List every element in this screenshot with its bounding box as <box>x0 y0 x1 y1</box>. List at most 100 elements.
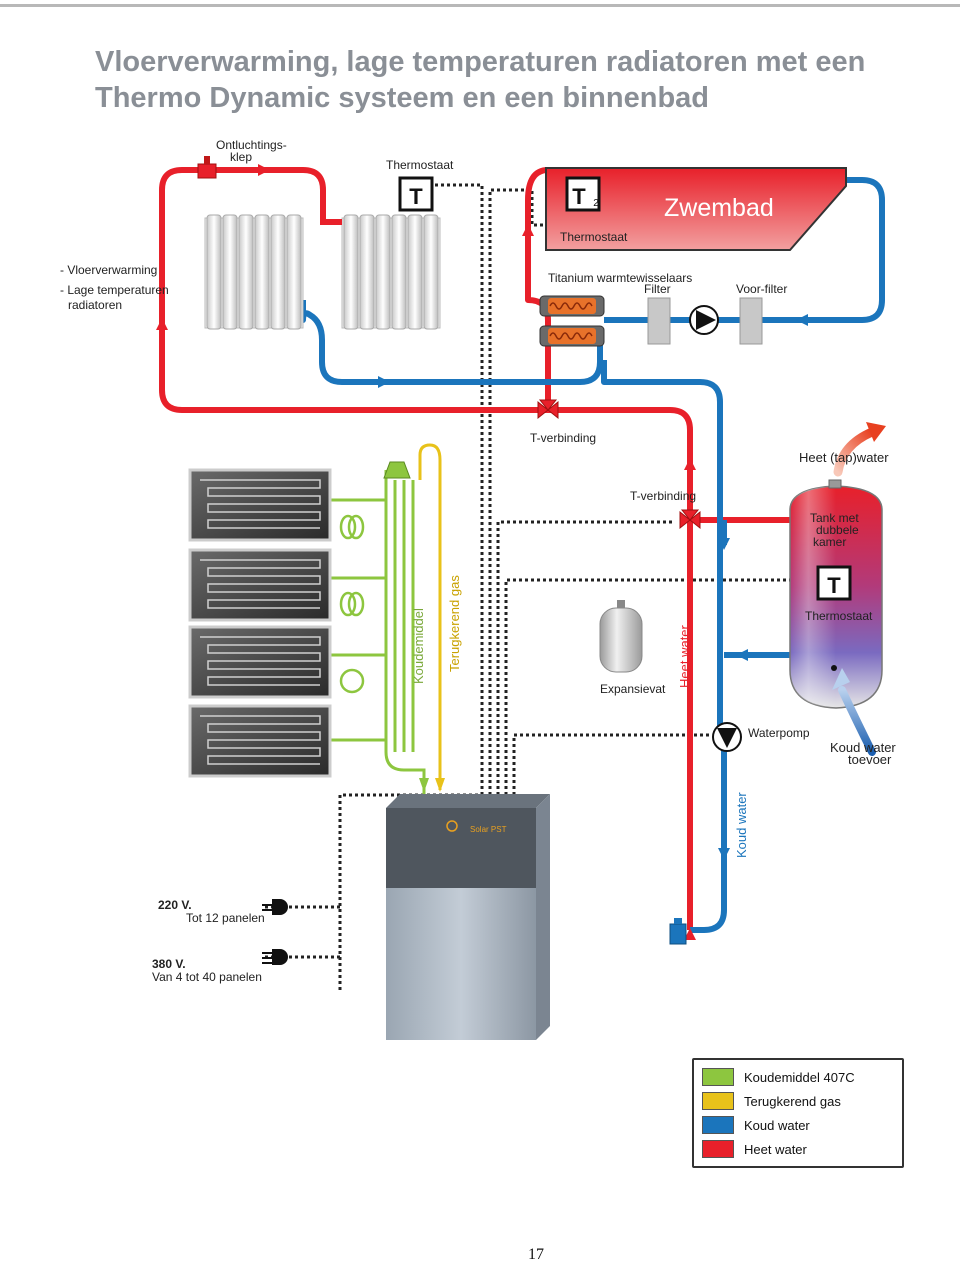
cold-water-pipes <box>300 300 800 933</box>
hot-tapwater-arrowhead <box>866 422 886 442</box>
label-lage-temperaturen: - Lage temperaturen <box>60 283 169 297</box>
refrigerant-trunk <box>384 480 426 805</box>
unit-valve-icon <box>669 918 687 945</box>
solar-panels <box>188 468 332 778</box>
wire-power <box>338 793 478 990</box>
refrigerant-arrows <box>419 778 445 792</box>
refrigerant-panel-1 <box>330 470 388 502</box>
legend-label: Koudemiddel 407C <box>744 1069 855 1085</box>
label-filter: Filter <box>644 282 671 296</box>
label-thermostaat-tank: Thermostaat <box>805 609 873 623</box>
hot-tapwater-arrow-icon <box>833 427 877 477</box>
label-waterpomp: Waterpomp <box>748 726 810 740</box>
label-t-verbinding-1: T-verbinding <box>530 431 597 445</box>
return-gas-arrow <box>435 778 445 792</box>
label-koud-water-toevoer-2: toevoer <box>848 752 892 767</box>
label-zwembad: Zwembad <box>664 194 774 222</box>
label-t-verbinding-2: T-verbinding <box>630 489 697 503</box>
legend-item-heet-water: Heet water <box>702 1140 807 1158</box>
voorfilter-icon <box>739 297 763 345</box>
solar-panel-4 <box>188 704 332 778</box>
pipe-pool-return <box>790 177 885 323</box>
label-koud-water-toevoer-1: Koud water <box>830 740 896 755</box>
cold-water-supply-arrow-icon <box>838 686 876 756</box>
pool-pump-icon <box>689 305 719 335</box>
unit-brand: Solar PST <box>470 825 507 834</box>
label-380v: 380 V. <box>152 957 186 971</box>
thermostat-tank-icon <box>816 565 852 601</box>
refrigerant-arrow <box>419 778 429 792</box>
label-voorfilter: Voor-filter <box>736 282 788 296</box>
solar-panel-3 <box>188 625 332 699</box>
legend-item-terugkerend-gas: Terugkerend gas <box>702 1092 841 1110</box>
legend-item-koud-water: Koud water <box>702 1116 810 1134</box>
thermostat-pool-symbol: T <box>572 184 586 209</box>
radiator-left <box>204 214 304 330</box>
filter-icon <box>647 297 671 345</box>
t-valve-tank-icon <box>679 509 701 530</box>
brand-logo-icon <box>446 820 458 832</box>
radiator-right <box>341 214 441 330</box>
label-220v: 220 V. <box>158 898 192 912</box>
heat-pump-unit <box>386 794 550 1040</box>
label-tank-1: Tank met <box>810 511 859 525</box>
expansion-vessel <box>599 600 643 673</box>
label-ontluchtingsklep-2: klep <box>230 150 253 164</box>
pipe-cold-radiator-return <box>300 300 603 385</box>
thermostat-tank-symbol: T <box>827 573 841 598</box>
titanium-heat-exchanger-bottom <box>539 325 605 347</box>
arrow-up-pool <box>522 224 534 236</box>
label-heet-water: Heet water <box>677 625 692 688</box>
arrow-right-top <box>258 164 270 176</box>
legend: Koudemiddel 407C Terugkerend gas Koud wa… <box>692 1058 904 1168</box>
plug-380-icon <box>262 949 288 965</box>
arrow-down-cold-unit <box>718 848 730 860</box>
title-line-1: Vloerverwarming, lage temperaturen radia… <box>95 46 866 78</box>
plug-220-icon <box>262 899 288 915</box>
hot-water-tank <box>789 479 883 709</box>
pipe-cold-to-unit <box>690 740 727 933</box>
waterpomp-icon <box>712 722 742 752</box>
wire-tank-thermostat <box>504 578 818 795</box>
thermostat-pool-icon <box>565 176 601 212</box>
label-ontluchtingsklep-1: Ontluchtings- <box>216 138 287 152</box>
titanium-heat-exchanger-top <box>539 295 605 317</box>
air-vent-icon <box>197 156 217 179</box>
label-thermostaat-pool: Thermostaat <box>560 230 628 244</box>
page-title: Vloerverwarming, lage temperaturen radia… <box>95 44 895 116</box>
arrow-left-pool <box>796 314 808 326</box>
legend-label: Terugkerend gas <box>744 1093 841 1109</box>
label-thermostaat-top: Thermostaat <box>386 158 454 172</box>
label-titanium: Titanium warmtewisselaars <box>548 271 693 285</box>
cold-water-supply-arrowhead <box>832 668 850 690</box>
pipe-radiator-link <box>320 210 342 225</box>
legend-swatch <box>702 1068 734 1086</box>
flow-arrows <box>156 164 808 940</box>
thermostat-pool-sub: 2 <box>593 198 599 209</box>
label-terugkerend-gas: Terugkerend gas <box>447 575 462 672</box>
arrow-up-left <box>156 318 168 330</box>
label-heet-tapwater: Heet (tap)water <box>799 450 889 465</box>
legend-swatch <box>702 1116 734 1134</box>
legend-label: Koud water <box>744 1117 810 1133</box>
coil-icons <box>339 514 365 694</box>
legend-swatch <box>702 1092 734 1110</box>
label-tot-12-panelen: Tot 12 panelen <box>186 911 265 925</box>
label-koud-water: Koud water <box>734 792 749 858</box>
arrow-up-hot <box>684 458 696 470</box>
pipe-cold-to-pump <box>601 360 740 743</box>
legend-label: Heet water <box>744 1141 807 1157</box>
label-expansievat: Expansievat <box>600 682 666 696</box>
return-gas-line <box>418 443 442 790</box>
title-line-2: Thermo Dynamic systeem en een binnenbad <box>95 82 710 114</box>
label-tank-3: kamer <box>813 535 847 549</box>
label-radiatoren: radiatoren <box>68 298 123 312</box>
wire-heet-water-sensor <box>496 520 675 795</box>
legend-swatch <box>702 1140 734 1158</box>
pool <box>545 167 847 251</box>
pipe-hot-pool-top <box>525 167 549 230</box>
arrow-left-tank <box>736 649 748 661</box>
legend-item-koudemiddel: Koudemiddel 407C <box>702 1068 855 1086</box>
wire-thermostat-top <box>415 183 484 795</box>
